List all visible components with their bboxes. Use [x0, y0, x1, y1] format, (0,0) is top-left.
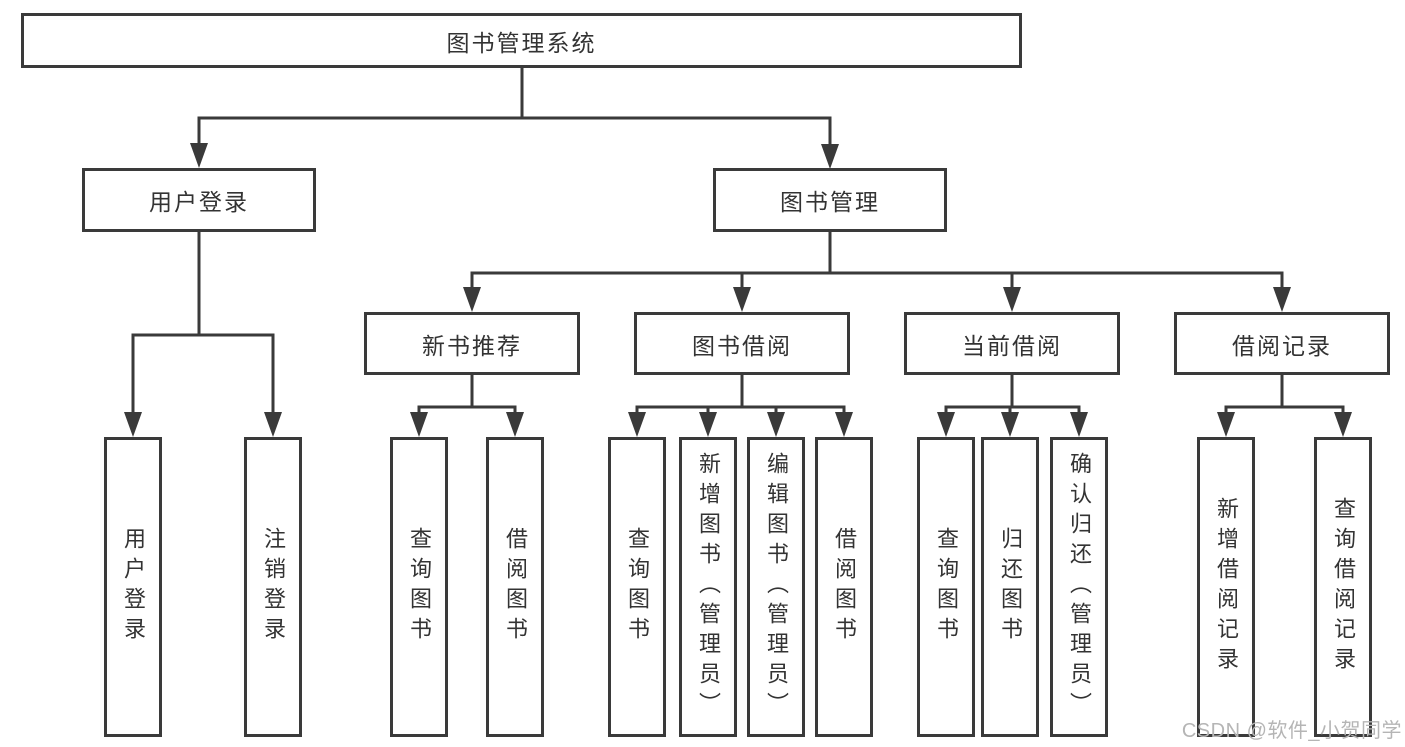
node-new-book-recommend-label: 新书推荐 [422, 332, 522, 359]
node-book-borrowing-label: 图书借阅 [692, 332, 792, 359]
node-current-borrowing-label: 当前借阅 [962, 332, 1062, 359]
node-nb-borrow-books-label: 借阅图书 [503, 527, 528, 647]
node-bw-query-books: 查询图书 [608, 437, 666, 737]
node-bw-edit-books-admin: 编辑图书（管理员） [747, 437, 805, 737]
node-bw-borrow-books-label: 借阅图书 [832, 527, 857, 647]
arrow-down-icon [835, 412, 853, 437]
node-nb-borrow-books: 借阅图书 [486, 437, 544, 737]
connectors-user-login [124, 232, 282, 437]
arrow-down-icon [1334, 412, 1352, 437]
node-user-login-label: 用户登录 [149, 189, 249, 215]
arrow-down-icon [767, 412, 785, 437]
connectors-borrowing-records [1217, 375, 1352, 437]
arrow-down-icon [937, 412, 955, 437]
node-user-login-leaf-label: 用户登录 [121, 527, 146, 647]
arrow-down-icon [699, 412, 717, 437]
node-borrowing-records-label: 借阅记录 [1232, 332, 1332, 359]
node-library-system: 图书管理系统 [21, 13, 1022, 68]
node-user-login: 用户登录 [82, 168, 316, 232]
arrow-down-icon [190, 143, 208, 168]
node-user-login-leaf: 用户登录 [104, 437, 162, 737]
watermark: CSDN @软件_小贺同学 [1181, 720, 1402, 742]
node-new-book-recommend: 新书推荐 [364, 312, 580, 375]
node-rc-query-record-label: 查询借阅记录 [1331, 497, 1356, 677]
node-cu-confirm-return-admin-label: 确认归还（管理员） [1067, 452, 1092, 722]
node-book-management: 图书管理 [713, 168, 947, 232]
connectors-current-borrowing [937, 375, 1088, 437]
connectors-new-books [410, 375, 524, 437]
arrow-down-icon [264, 412, 282, 437]
arrow-down-icon [463, 287, 481, 312]
node-borrowing-records: 借阅记录 [1174, 312, 1390, 375]
arrow-down-icon [733, 287, 751, 312]
node-book-management-label: 图书管理 [780, 189, 880, 215]
arrow-down-icon [1217, 412, 1235, 437]
node-nb-query-books-label: 查询图书 [407, 527, 432, 647]
arrow-down-icon [506, 412, 524, 437]
node-cu-confirm-return-admin: 确认归还（管理员） [1050, 437, 1108, 737]
node-cu-return-books-label: 归还图书 [998, 527, 1023, 647]
node-logout: 注销登录 [244, 437, 302, 737]
arrow-down-icon [410, 412, 428, 437]
node-bw-edit-books-admin-label: 编辑图书（管理员） [764, 452, 789, 722]
arrow-down-icon [1273, 287, 1291, 312]
node-bw-add-books-admin-label: 新增图书（管理员） [696, 452, 721, 722]
connectors-book-management [463, 232, 1291, 312]
node-current-borrowing: 当前借阅 [904, 312, 1120, 375]
node-nb-query-books: 查询图书 [390, 437, 448, 737]
node-library-system-label: 图书管理系统 [446, 29, 597, 56]
node-cu-return-books: 归还图书 [981, 437, 1039, 737]
node-rc-add-record: 新增借阅记录 [1197, 437, 1255, 737]
node-cu-query-books: 查询图书 [917, 437, 975, 737]
arrow-down-icon [1001, 412, 1019, 437]
connectors-book-borrowing [628, 375, 853, 437]
connectors-root [190, 68, 839, 169]
node-logout-label: 注销登录 [261, 527, 286, 647]
node-bw-add-books-admin: 新增图书（管理员） [679, 437, 737, 737]
arrow-down-icon [628, 412, 646, 437]
arrow-down-icon [124, 412, 142, 437]
node-bw-borrow-books: 借阅图书 [815, 437, 873, 737]
arrow-down-icon [821, 144, 839, 169]
arrow-down-icon [1070, 412, 1088, 437]
node-rc-add-record-label: 新增借阅记录 [1214, 497, 1239, 677]
node-rc-query-record: 查询借阅记录 [1314, 437, 1372, 737]
arrow-down-icon [1003, 287, 1021, 312]
node-cu-query-books-label: 查询图书 [934, 527, 959, 647]
node-bw-query-books-label: 查询图书 [625, 527, 650, 647]
node-book-borrowing: 图书借阅 [634, 312, 850, 375]
